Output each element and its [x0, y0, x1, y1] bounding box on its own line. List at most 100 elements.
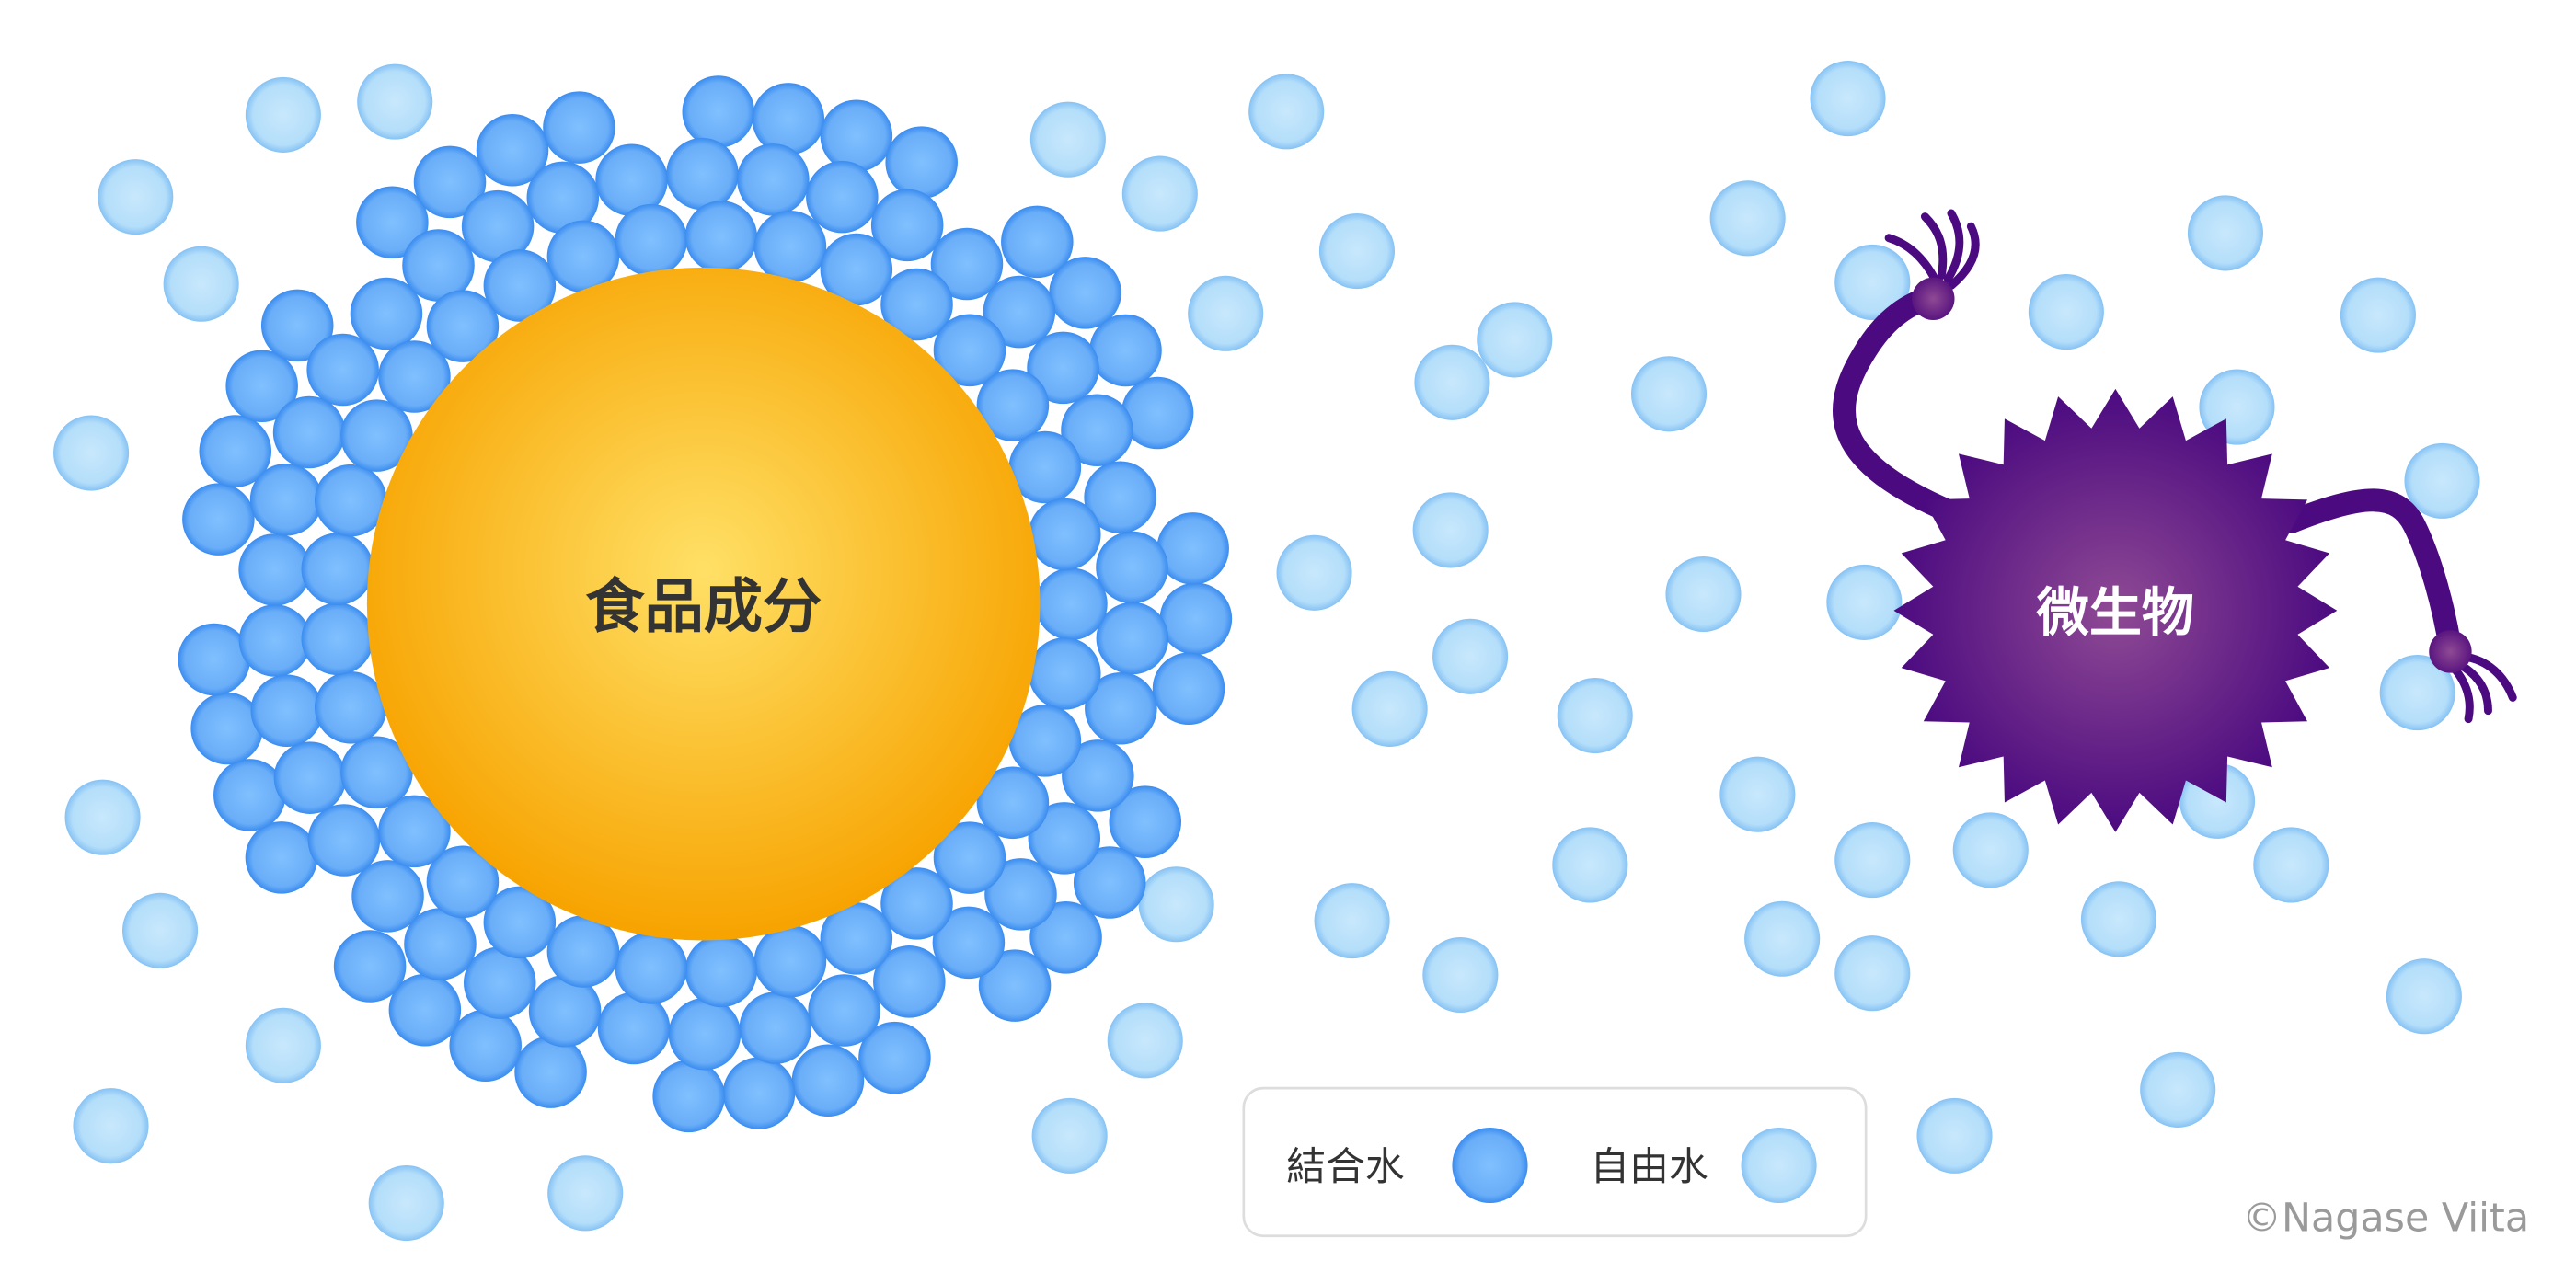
free-water-molecule: [2340, 277, 2416, 353]
bound-water-molecule: [752, 83, 825, 155]
bound-water-molecule: [404, 908, 477, 980]
bound-water-molecule: [301, 533, 374, 605]
free-water-molecule: [1952, 812, 2029, 888]
free-water-molecule: [1414, 344, 1490, 420]
bound-water-molecule: [250, 674, 324, 747]
free-water-molecule: [1834, 244, 1911, 320]
bound-water-molecule: [1152, 652, 1225, 726]
bound-water-molecule: [1073, 846, 1146, 919]
bound-water-molecule: [483, 249, 557, 322]
free-water-molecule: [1744, 900, 1821, 977]
bound-water-molecule: [1029, 901, 1102, 974]
free-water-molecule: [1916, 1097, 1993, 1174]
legend-bound-water-label: 結合水: [1286, 1144, 1404, 1190]
food-component-label: 食品成分: [585, 573, 822, 642]
bound-water-molecule: [753, 210, 827, 283]
free-water-molecule: [1557, 678, 1633, 754]
bound-water-molecule: [1062, 739, 1134, 812]
bound-water-molecule: [615, 932, 688, 1004]
bound-water-molecule: [858, 1021, 931, 1094]
bound-water-molecule: [933, 821, 1006, 894]
bound-water-molecule: [1109, 785, 1182, 858]
bound-water-molecule: [1028, 802, 1101, 875]
legend-bound-water-icon: [1452, 1127, 1528, 1204]
bound-water-molecule: [249, 463, 323, 536]
bound-water-molecule: [976, 766, 1050, 840]
bound-water-molecule: [880, 268, 953, 341]
bound-water-molecule: [213, 759, 286, 831]
free-water-molecule: [1314, 883, 1390, 959]
free-water-molecule: [1834, 935, 1911, 1012]
bound-water-molecule: [1085, 671, 1157, 745]
free-water-molecule: [2080, 881, 2157, 957]
bound-water-molecule: [615, 203, 688, 277]
bound-water-molecule: [528, 975, 602, 1048]
free-water-molecule: [1834, 822, 1911, 899]
free-water-molecule: [547, 1155, 624, 1232]
bound-water-molecule: [1029, 637, 1101, 710]
bound-water-molecule: [1008, 705, 1082, 777]
bound-water-molecule: [1096, 531, 1168, 604]
bound-water-molecule: [873, 945, 946, 1018]
bound-water-molecule: [1159, 582, 1233, 656]
bound-water-molecule: [820, 233, 893, 306]
bound-water-molecule: [932, 906, 1006, 980]
bound-water-molecule: [597, 991, 671, 1065]
bound-water-molecule: [870, 189, 944, 262]
free-water-molecule: [1412, 492, 1489, 568]
bound-water-molecule: [1029, 498, 1101, 571]
bound-water-molecule: [402, 229, 475, 302]
bound-water-molecule: [1035, 567, 1108, 640]
free-water-molecule: [2379, 655, 2455, 731]
bound-water-molecule: [413, 145, 487, 219]
bound-water-molecule: [983, 275, 1056, 349]
bound-water-molecule: [739, 991, 812, 1064]
bound-water-molecule: [1121, 376, 1194, 450]
free-water-molecule: [1826, 564, 1903, 640]
free-water-molecule: [98, 159, 174, 235]
bound-water-molecule: [483, 886, 557, 959]
bound-water-molecule: [333, 930, 407, 1003]
bound-water-molecule: [1001, 205, 1074, 279]
bound-water-molecule: [463, 946, 536, 1019]
bound-water-molecule: [476, 114, 549, 187]
bound-water-molecule: [461, 189, 535, 263]
free-water-group: [53, 61, 2480, 1242]
free-water-molecule: [1121, 155, 1198, 232]
bound-water-molecule: [806, 160, 879, 234]
free-water-molecule: [1422, 936, 1499, 1014]
free-water-molecule: [2140, 1051, 2216, 1128]
bound-water-molecule: [526, 161, 600, 235]
microbe-body: [1893, 388, 2338, 832]
bound-water-molecule: [378, 795, 451, 868]
bound-water-molecule: [791, 1044, 865, 1117]
free-water-molecule: [163, 246, 239, 322]
bound-water-molecule: [426, 290, 500, 362]
bound-water-molecule: [245, 821, 318, 894]
free-water-molecule: [1031, 1097, 1108, 1174]
free-water-molecule: [2187, 195, 2264, 271]
free-water-molecule: [1351, 670, 1428, 747]
legend-box: [1242, 1086, 1868, 1238]
bound-water-molecule: [301, 602, 374, 675]
bound-water-molecule: [546, 220, 620, 293]
bound-water-molecule: [378, 340, 451, 413]
free-water-molecule: [245, 1007, 321, 1083]
free-water-molecule: [357, 63, 433, 140]
free-water-molecule: [245, 76, 321, 153]
bound-water-molecule: [388, 973, 462, 1047]
legend: 結合水 自由水: [1242, 1086, 1868, 1238]
bound-water-molecule: [314, 671, 387, 744]
bound-water-molecule: [351, 860, 424, 933]
free-water-molecule: [1709, 180, 1786, 257]
free-water-molecule: [1719, 756, 1796, 832]
bound-water-molecule: [595, 143, 668, 217]
microbe-right-hand: [2429, 630, 2517, 724]
bound-water-molecule: [978, 949, 1052, 1022]
legend-free-water-icon: [1741, 1127, 1817, 1204]
bound-water-molecule: [178, 623, 251, 696]
copyright: ©Nagase Viita: [2242, 1195, 2529, 1241]
free-water-molecule: [1138, 866, 1214, 943]
free-water-molecule: [1665, 556, 1742, 633]
